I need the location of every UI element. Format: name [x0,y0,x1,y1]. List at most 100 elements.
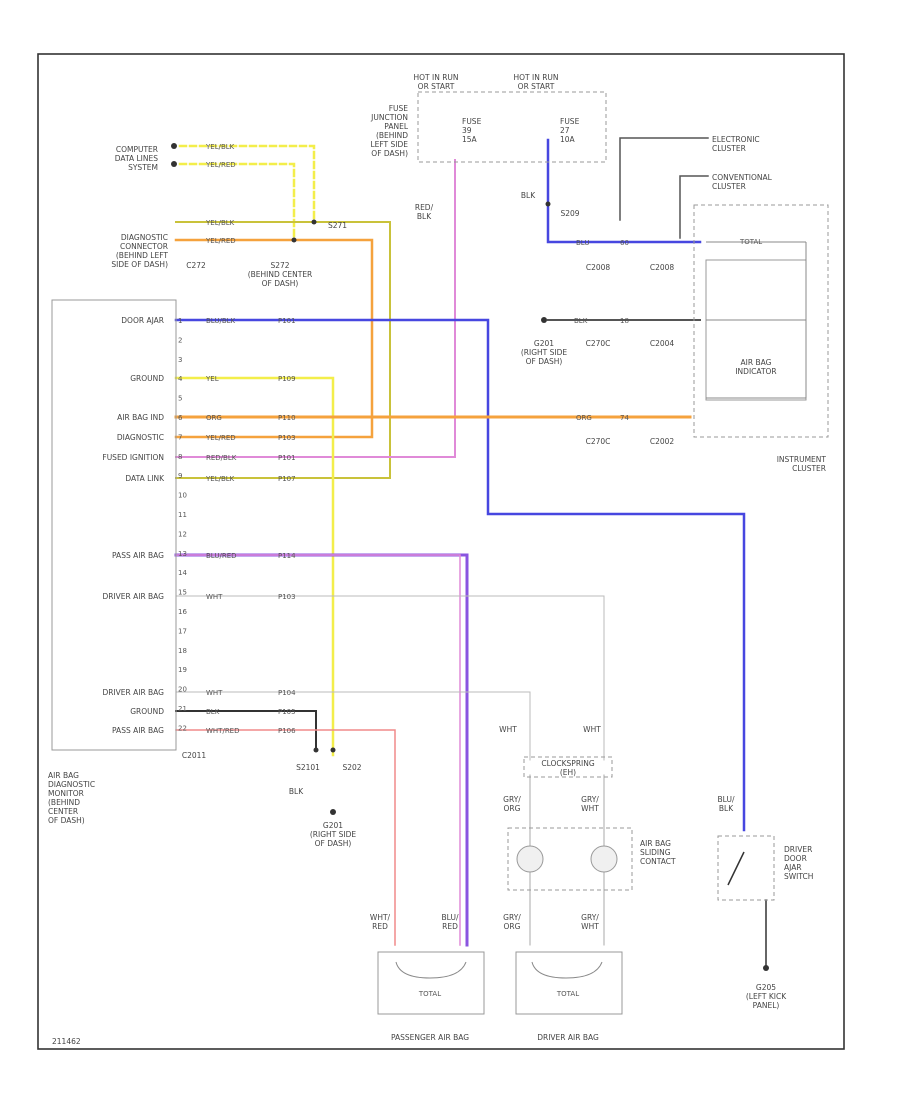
wire-label-blk-g201: BLK [574,317,588,325]
monitor-pin-number-0: 1 [178,317,182,325]
monitor-wire-color-1: YEL [205,375,219,383]
clockspring-label: (EH) [560,768,576,777]
computer-data-lines-label: DATA LINES [115,154,158,163]
diagnostic-connector-label: (BEHIND LEFT [116,251,169,260]
monitor-circuit-0: P101 [278,317,296,325]
fuse-27-label: 27 [560,126,570,135]
monitor-pin-label-4: FUSED IGNITION [102,453,164,462]
wire-label-whtred-pass: WHT/ [370,913,391,922]
splice-s209-label: S209 [560,209,579,218]
airbag-indicator-label: INDICATOR [735,367,776,376]
cluster-pin-60: 60 [620,239,629,247]
monitor-pin-number-18: 19 [178,666,187,674]
wire-label-yelblk-diag: YEL/BLK [205,219,235,227]
monitor-pin-number-11: 12 [178,530,187,538]
monitor-wire-color-3: YEL/RED [205,434,236,442]
driver-airbag-label: DRIVER AIR BAG [537,1033,599,1042]
wires [174,137,767,969]
monitor-pin-number-6: 7 [178,433,182,441]
ground-g201-top-label: OF DASH) [526,357,563,366]
wire-pass-airbag-blured [174,553,469,947]
wire-label-yelred-diag: YEL/RED [205,237,236,245]
connector-c272-label: C272 [186,261,206,270]
monitor-wire-color-4: RED/BLK [206,454,237,462]
ground-g201-top-label: (RIGHT SIDE [521,348,568,357]
monitor-pin-label-5: DATA LINK [125,474,165,483]
hot-run-start-label-2: HOT IN RUN [513,73,558,82]
monitor-pin-number-3: 4 [178,375,183,383]
passenger-airbag-box [377,951,485,1015]
door-switch-box [717,835,775,901]
wire-pass-airbag-pink [175,554,461,946]
leader-conventional [679,175,709,239]
wire-label-gryorg-1: ORG [504,804,521,813]
wire-computer-yelred [178,162,296,242]
fuse-39-label: 39 [462,126,472,135]
splice-s272-label: S272 [270,261,289,270]
hot-run-start-label-1: HOT IN RUN [413,73,458,82]
monitor-pin-label-1: GROUND [130,374,164,383]
monitor-circuit-6: P114 [278,552,296,560]
cluster-inner-box [705,259,807,401]
wire-label-grywht-1: WHT [581,804,599,813]
wire-label-org-cluster: ORG [576,414,592,422]
passenger-airbag-total: TOTAL [418,990,441,998]
monitor-wire-color-10: WHT/RED [206,727,240,735]
monitor-wire-color-8: WHT [206,689,223,697]
airbag-monitor-label: AIR BAG [48,771,79,780]
connector-c2008-a: C2008 [586,263,611,272]
monitor-pin-label-0: DOOR AJAR [121,316,164,325]
fuse-junction-label: PANEL [384,122,409,131]
cluster-pin-18: 18 [620,317,629,325]
monitor-wire-color-5: YEL/BLK [205,475,235,483]
fuse-39-label: FUSE [462,117,482,126]
airbag-monitor-label: CENTER [48,807,78,816]
monitor-pin-label-8: DRIVER AIR BAG [102,688,164,697]
wire-label-gryorg-2: GRY/ [503,913,521,922]
wire-pass-airbag-whtred [175,729,396,946]
leader-electronic [619,137,709,221]
door-switch-blade [727,851,745,886]
monitor-pin-number-2: 3 [178,356,182,364]
monitor-pin-number-7: 8 [178,453,182,461]
conventional-cluster-label: CLUSTER [712,182,746,191]
monitor-pin-number-4: 5 [178,395,182,403]
airbag-sliding-contact-label: SLIDING [640,848,671,857]
computer-data-lines-label: COMPUTER [116,145,158,154]
wire-label-grywht-2: WHT [581,922,599,931]
wire-label-grywht-2: GRY/ [581,913,599,922]
ground-g205-label: G205 [756,983,776,992]
monitor-wire-color-7: WHT [206,593,223,601]
fuse-27-label: 10A [560,135,576,144]
driver-airbag-box [515,951,623,1015]
monitor-pin-number-16: 17 [178,627,187,635]
conventional-cluster-label: CONVENTIONAL [712,173,773,182]
ground-g201-lower-label: OF DASH) [315,839,352,848]
wire-label-redblk-fuse: RED/ [415,203,434,212]
wire-label-blured-pass: RED [442,922,458,931]
cluster-total-a: TOTAL [739,238,762,246]
monitor-wire-color-6: BLU/RED [206,552,237,560]
monitor-circuit-8: P104 [278,689,296,697]
monitor-circuit-4: P101 [278,454,296,462]
driver-airbag-total: TOTAL [556,990,579,998]
airbag-monitor-label: MONITOR [48,789,84,798]
splice-s272-label: OF DASH) [262,279,299,288]
wire-fuse-cluster-blu [546,138,702,244]
electronic-cluster-label: ELECTRONIC [712,135,760,144]
monitor-circuit-10: P106 [278,727,296,735]
wire-computer-yelblk [178,144,316,224]
fuse-junction-label: FUSE [389,104,409,113]
electronic-cluster-label: CLUSTER [712,144,746,153]
monitor-circuit-3: P103 [278,434,296,442]
monitor-pin-label-9: GROUND [130,707,164,716]
monitor-pin-label-2: AIR BAG IND [117,413,164,422]
monitor-pin-number-9: 10 [178,492,187,500]
fuse-junction-label: LEFT SIDE [370,140,408,149]
connector-c2004: C2004 [650,339,675,348]
wire-driver-airbag-1 [175,595,605,761]
diagnostic-connector-label: SIDE OF DASH) [111,260,168,269]
connector-c2002: C2002 [650,437,675,446]
connector-c2011-label: C2011 [182,751,207,760]
